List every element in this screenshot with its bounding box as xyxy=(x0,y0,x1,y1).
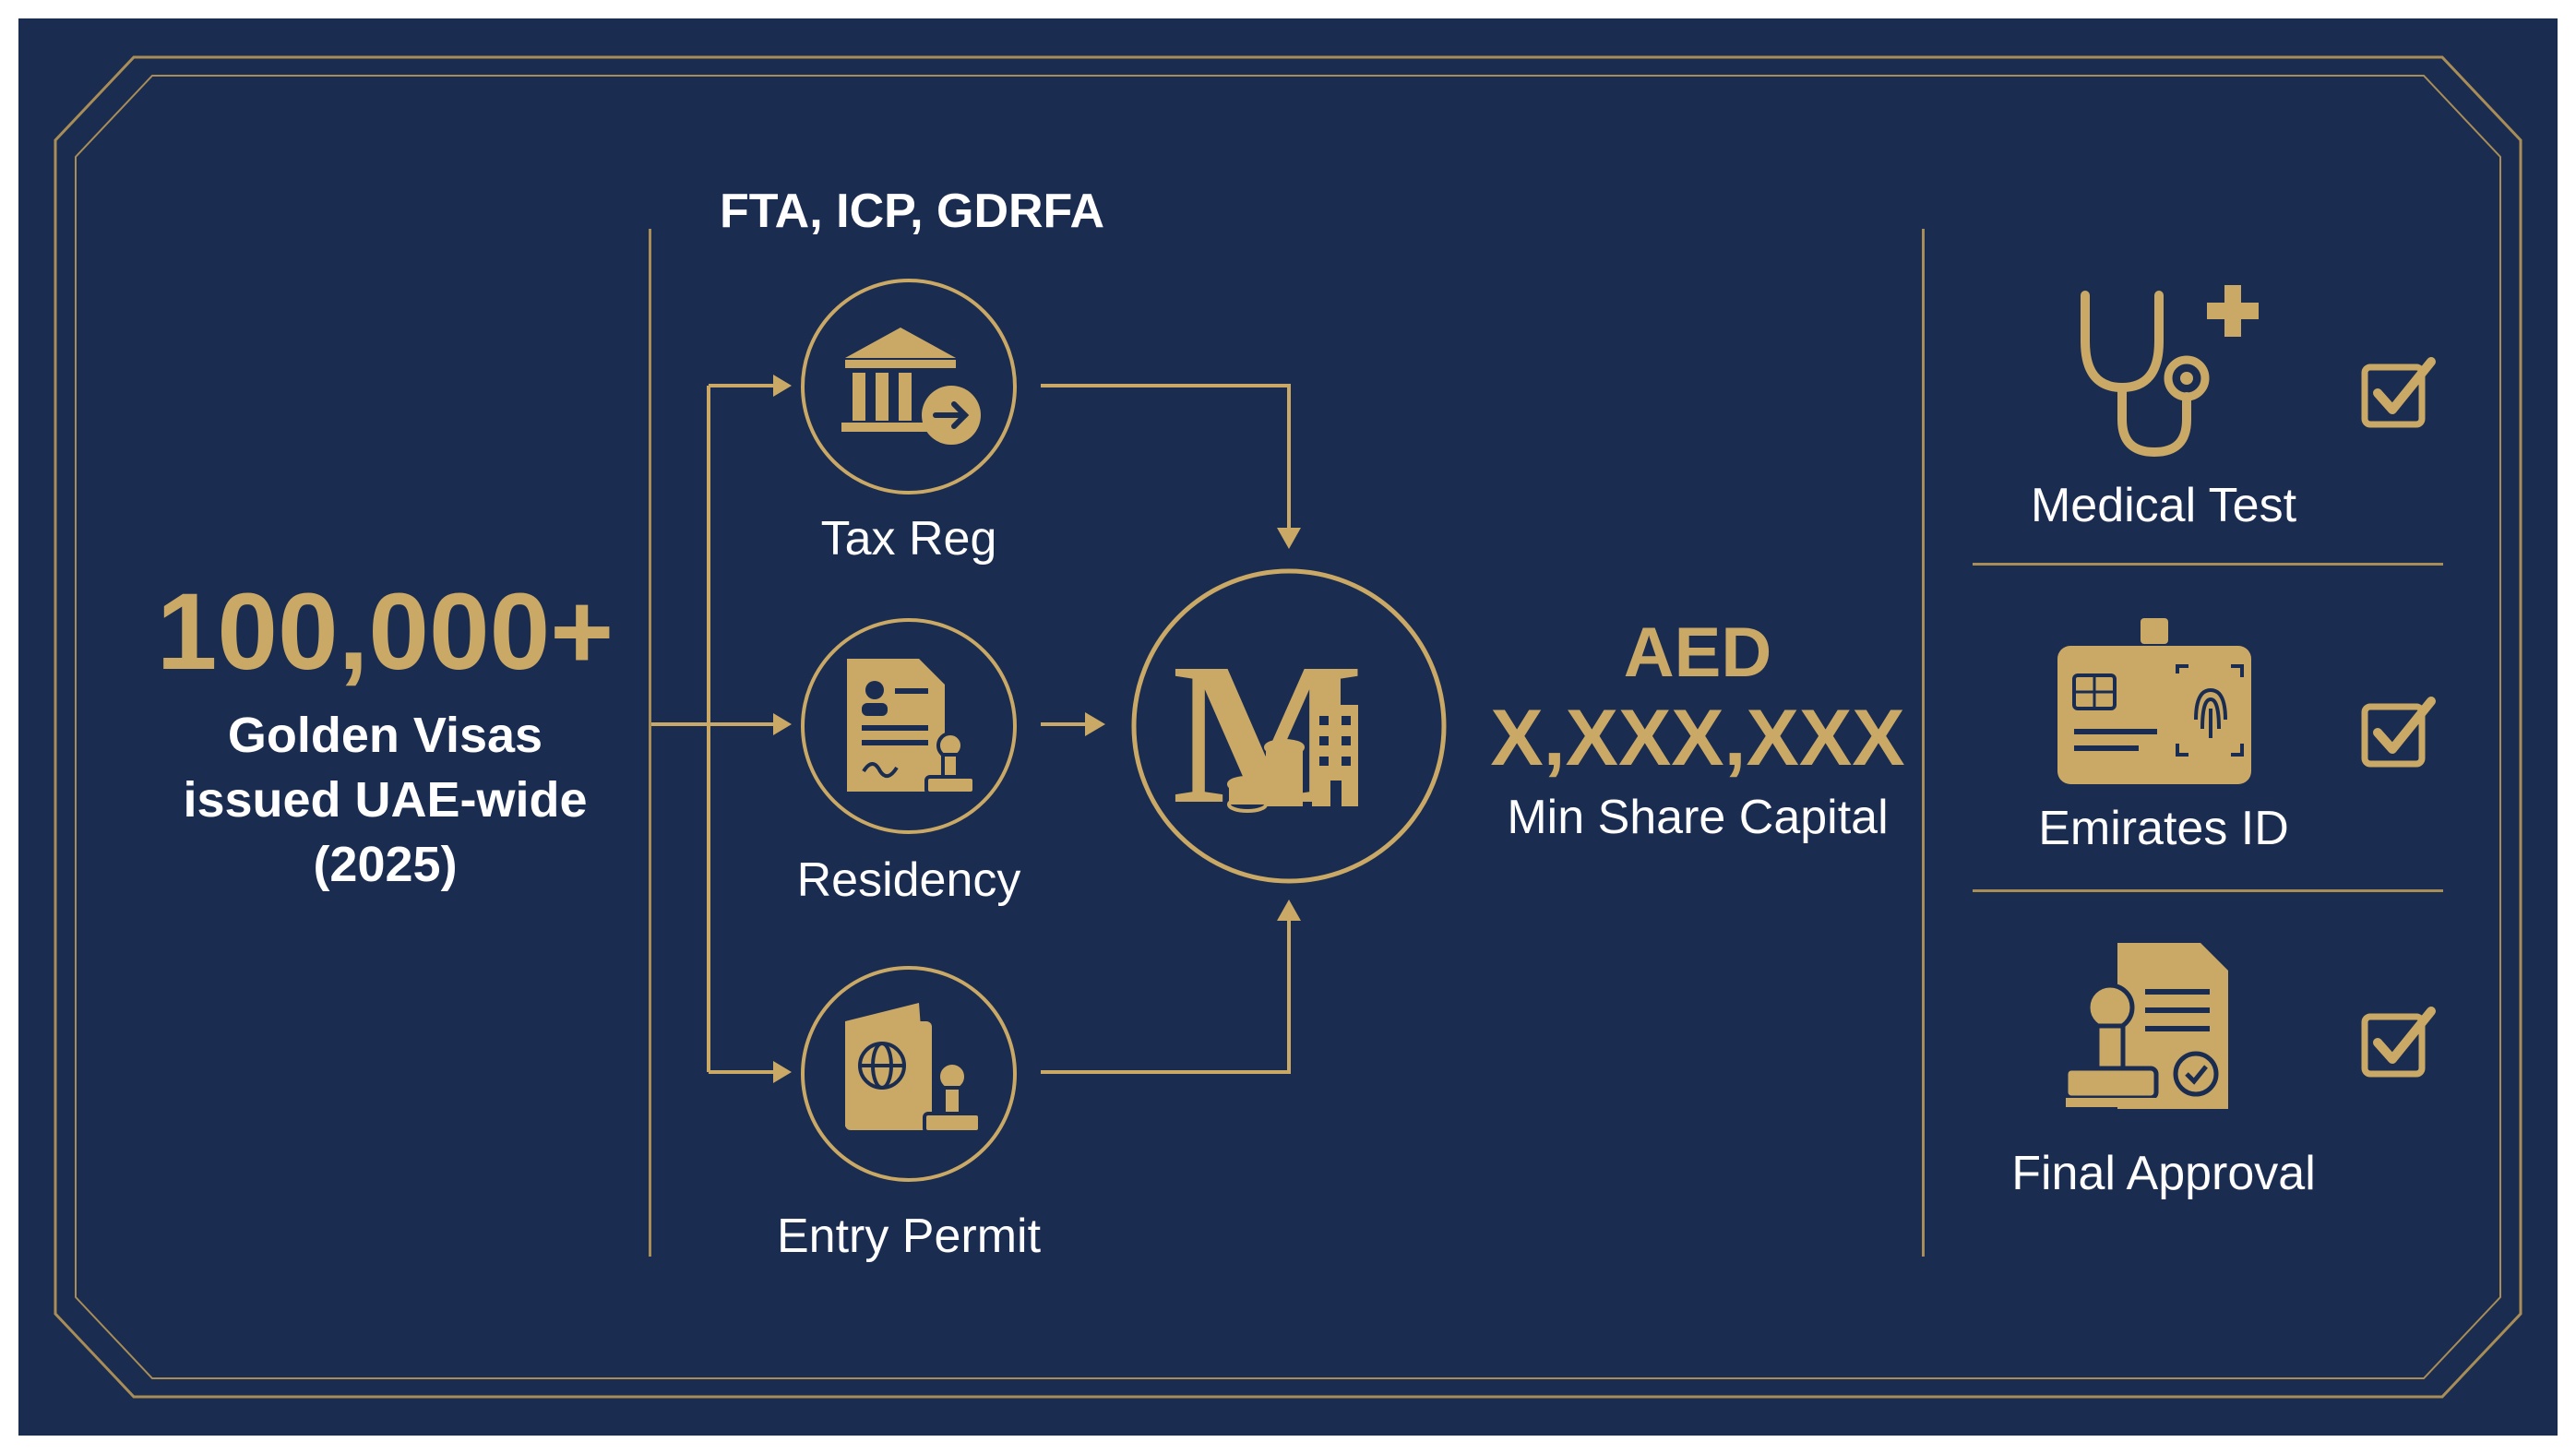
decorative-frame xyxy=(54,55,2522,1399)
checkbox-checked-icon xyxy=(2361,357,2436,428)
right-separator xyxy=(1922,229,1925,1257)
residency-node xyxy=(799,616,1019,836)
authorities-heading: FTA, ICP, GDRFA xyxy=(720,185,1104,238)
checkbox-checked-icon xyxy=(2361,1007,2436,1078)
id-card-fingerprint-icon xyxy=(2057,618,2251,784)
left-separator xyxy=(649,229,651,1257)
flow-arrows xyxy=(651,375,1301,1083)
residency-label: Residency xyxy=(796,853,1021,907)
final-approval-check xyxy=(2357,998,2450,1090)
capital-label: Min Share Capital xyxy=(1507,791,1889,844)
capital-amount: X,XXX,XXX xyxy=(1490,694,1905,782)
emirates-id-item xyxy=(2048,609,2260,793)
visa-caption-line3: (2025) xyxy=(313,837,458,892)
final-approval-label: Final Approval xyxy=(2011,1147,2316,1200)
entry-permit-label: Entry Permit xyxy=(776,1210,1042,1263)
approved-document-stamp-icon xyxy=(2063,943,2228,1109)
stethoscope-plus-icon xyxy=(2081,285,2259,458)
tax-reg-node xyxy=(799,277,1019,496)
checklist-divider-1 xyxy=(1973,563,2443,566)
tax-reg-label: Tax Reg xyxy=(820,512,997,566)
center-emblem: M xyxy=(1129,566,1449,886)
visa-caption-line2: issued UAE-wide xyxy=(183,772,588,828)
infographic-canvas: 100,000+ Golden Visas issued UAE-wide (2… xyxy=(18,18,2558,1436)
medical-test-check xyxy=(2357,349,2450,441)
entry-permit-node xyxy=(799,964,1019,1184)
emirates-id-check xyxy=(2357,688,2450,781)
medical-test-item xyxy=(2057,268,2270,471)
emirates-id-label: Emirates ID xyxy=(2038,802,2289,855)
final-approval-item xyxy=(2053,934,2265,1118)
checkbox-checked-icon xyxy=(2361,697,2436,768)
visa-count-value: 100,000+ xyxy=(156,571,614,693)
checklist-divider-2 xyxy=(1973,889,2443,892)
bank-arrow-icon xyxy=(801,279,1017,495)
passport-stamp-icon xyxy=(801,966,1017,1182)
capital-currency: AED xyxy=(1623,614,1772,692)
visa-caption-line1: Golden Visas xyxy=(227,708,543,763)
medical-test-label: Medical Test xyxy=(2030,479,2297,532)
company-coins-building-icon: M xyxy=(1131,568,1447,884)
document-stamp-icon xyxy=(801,618,1017,834)
